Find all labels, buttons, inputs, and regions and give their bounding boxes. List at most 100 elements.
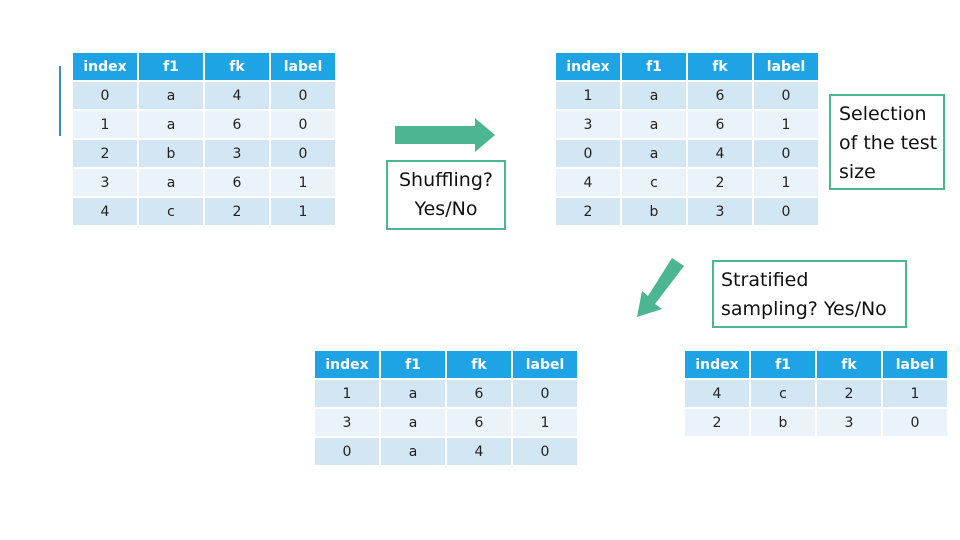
table-cell: 2 <box>685 409 749 436</box>
table-cell: 1 <box>271 169 335 196</box>
table-cell: 0 <box>513 438 577 465</box>
table-cell: 0 <box>315 438 379 465</box>
test-size-box: Selection of the test size <box>829 94 945 190</box>
table-cell: 0 <box>754 82 818 109</box>
table-cell: 1 <box>271 198 335 225</box>
table-cell: 1 <box>754 111 818 138</box>
table-cell: 6 <box>447 409 511 436</box>
table-cell: b <box>139 140 203 167</box>
table-cell: 6 <box>688 111 752 138</box>
table-cell: b <box>622 198 686 225</box>
table-cell: 3 <box>315 409 379 436</box>
column-header: label <box>271 53 335 80</box>
table-cell: 0 <box>73 82 137 109</box>
column-header: index <box>685 351 749 378</box>
table-cell: a <box>622 111 686 138</box>
shuffling-line-2: Yes/No <box>414 198 478 220</box>
table-cell: c <box>751 380 815 407</box>
table-cell: c <box>622 169 686 196</box>
column-header: index <box>315 351 379 378</box>
diagonal-arrow-icon <box>637 258 684 317</box>
table-cell: a <box>139 82 203 109</box>
table-cell: 1 <box>883 380 947 407</box>
column-header: label <box>883 351 947 378</box>
table-cell: 3 <box>817 409 881 436</box>
selection-line-2: of the test <box>839 132 938 154</box>
table-cell: 2 <box>556 198 620 225</box>
table-cell: a <box>622 140 686 167</box>
shuffling-line-1: Shuffling? <box>399 169 493 191</box>
shuffling-box: Shuffling? Yes/No <box>386 160 506 230</box>
table-cell: 3 <box>73 169 137 196</box>
table-cell: 0 <box>754 198 818 225</box>
column-header: label <box>513 351 577 378</box>
column-header: fk <box>688 53 752 80</box>
table-cell: 0 <box>883 409 947 436</box>
table-cell: b <box>751 409 815 436</box>
table-cell: 0 <box>513 380 577 407</box>
table-cell: 6 <box>447 380 511 407</box>
table-cell: 4 <box>447 438 511 465</box>
table-cell: 3 <box>556 111 620 138</box>
table-cell: 1 <box>754 169 818 196</box>
column-header: label <box>754 53 818 80</box>
selection-line-3: size <box>839 161 876 183</box>
table-cell: 0 <box>271 111 335 138</box>
column-header: fk <box>817 351 881 378</box>
stratified-box: Stratified sampling? Yes/No <box>712 260 907 328</box>
table-cell: 3 <box>205 140 269 167</box>
table-cell: c <box>139 198 203 225</box>
table-cell: a <box>381 438 445 465</box>
table-cell: 0 <box>754 140 818 167</box>
selection-line-1: Selection <box>839 103 927 125</box>
table-cell: 1 <box>315 380 379 407</box>
table-cell: 4 <box>688 140 752 167</box>
table-cell: 6 <box>205 169 269 196</box>
right-arrow-icon <box>395 118 495 152</box>
table-cell: 0 <box>271 140 335 167</box>
table-cell: 0 <box>556 140 620 167</box>
table-cell: 2 <box>205 198 269 225</box>
table-cell: 2 <box>817 380 881 407</box>
table-cell: a <box>139 169 203 196</box>
column-header: f1 <box>751 351 815 378</box>
column-header: index <box>556 53 620 80</box>
table-cell: 0 <box>271 82 335 109</box>
table-cell: 1 <box>556 82 620 109</box>
table-cell: 3 <box>688 198 752 225</box>
table-cell: 4 <box>205 82 269 109</box>
accent-line <box>59 66 61 136</box>
column-header: f1 <box>139 53 203 80</box>
table-cell: 4 <box>73 198 137 225</box>
table-cell: 4 <box>685 380 749 407</box>
table-cell: 4 <box>556 169 620 196</box>
table-cell: 6 <box>688 82 752 109</box>
table-cell: a <box>381 409 445 436</box>
table-cell: 2 <box>73 140 137 167</box>
table-cell: 6 <box>205 111 269 138</box>
column-header: f1 <box>381 351 445 378</box>
table-cell: 2 <box>688 169 752 196</box>
